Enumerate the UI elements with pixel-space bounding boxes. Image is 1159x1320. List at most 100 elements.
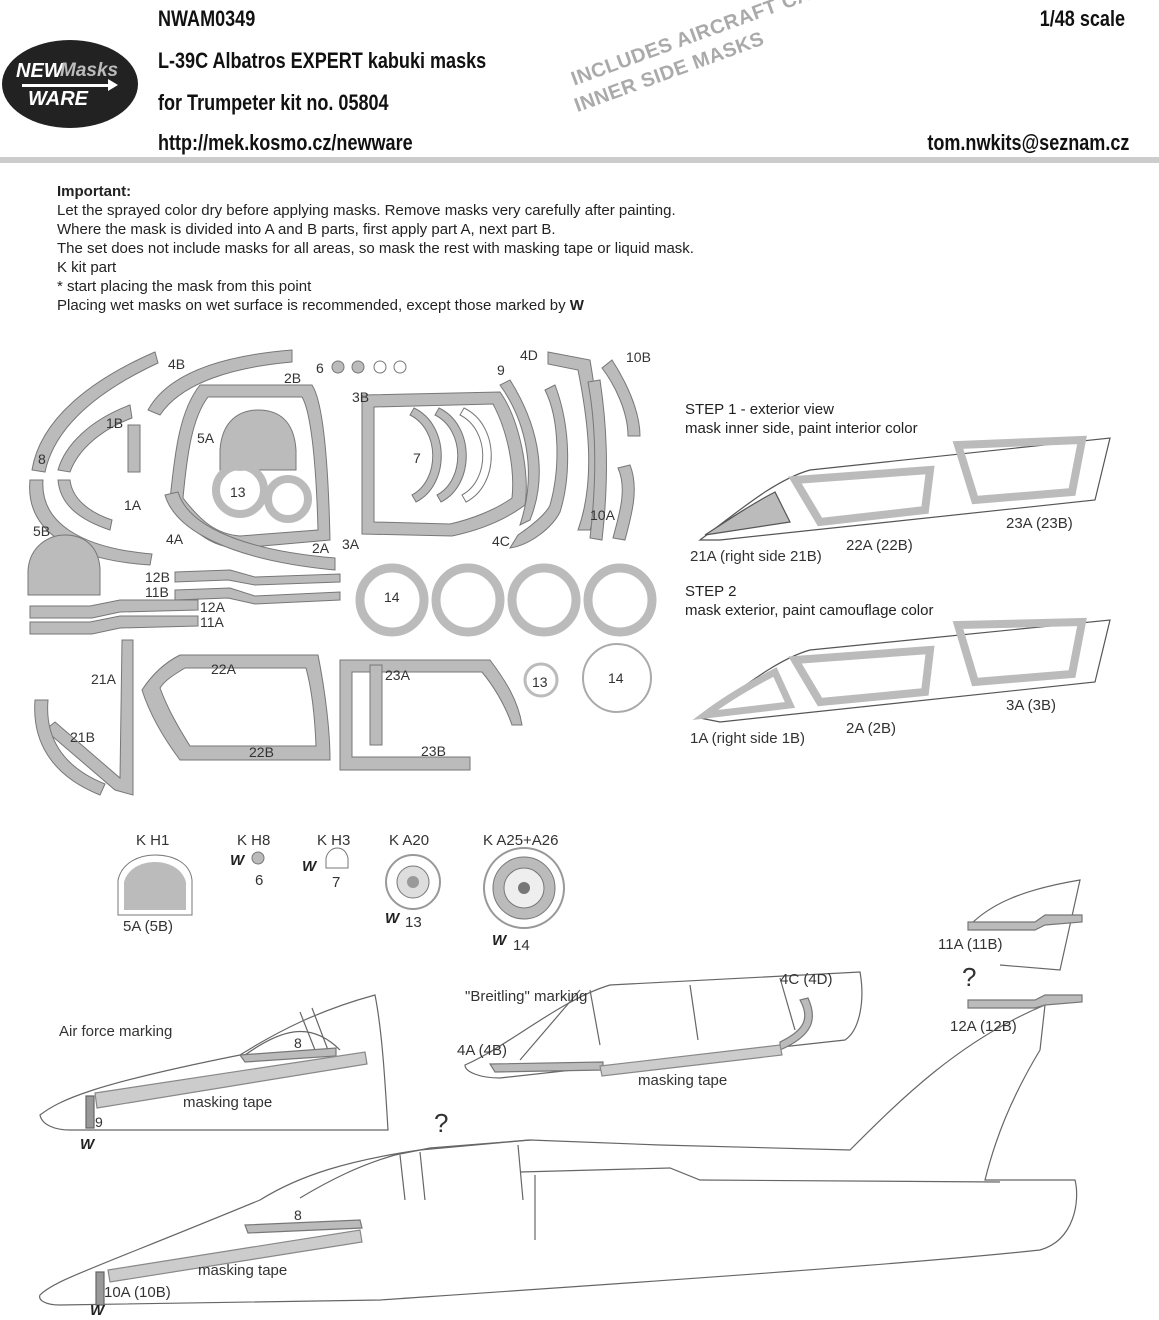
label-1A: 1A [124,497,142,513]
mask-13-small [523,662,559,698]
kit-part-A20-label: 13 [405,914,422,931]
wet-mask-icon: W [385,910,400,927]
kit-part-H8-label: 6 [255,872,264,889]
mask-2B [147,349,293,416]
mask-14-ring [583,563,657,637]
label-23A: 23A [385,667,410,683]
label-2A: 2A [312,540,330,556]
step2-description: mask exterior, paint camouflage color [685,602,934,619]
instruction-line: Let the sprayed color dry before applyin… [57,202,676,219]
label-5B: 5B [33,523,51,539]
label-6: 6 [316,360,324,376]
label-4B: 4B [168,356,186,372]
instruction-line: K kit part [57,259,117,276]
label-13-small: 13 [532,674,548,690]
step1-label-21A: 21A (right side 21B) [690,548,822,565]
question-mark: ? [434,1108,449,1138]
label-23B: 23B [421,743,446,759]
mask-14-ring [507,563,581,637]
step1-heading: STEP 1 - exterior view mask inner side, … [685,400,918,438]
mask-21B [34,699,106,796]
step1-canopy [698,435,1111,541]
scale-label: 1/48 scale [1039,6,1125,31]
label-3B: 3B [352,389,370,405]
header-divider [0,157,1159,163]
label-7: 7 [413,450,421,466]
wet-mask-icon: W [302,858,317,875]
step1-description: mask inner side, paint interior color [685,420,918,437]
label-5A: 5A [197,430,215,446]
logo-arrow-icon [22,84,114,87]
masking-tape-label: masking tape [183,1094,273,1111]
mask-small-ring [264,475,312,523]
mask-22 [141,654,331,761]
instructions: Important: Let the sprayed color dry bef… [57,182,694,315]
mask-13-ring [212,462,268,518]
instruction-line: Where the mask is divided into A and B p… [57,221,556,238]
label-14: 14 [384,589,400,605]
mask-5A [219,409,297,471]
kit-part-A25-label: 14 [513,937,530,954]
mask-6-dot [393,360,407,374]
instruction-line: Placing wet masks on wet surface is reco… [57,297,584,314]
kit-part-H3: K H3 [317,832,351,849]
instruction-line: The set does not include masks for all a… [57,240,694,257]
step2-label-1A: 1A (right side 1B) [690,730,806,747]
wet-mask-icon: W [90,1302,105,1319]
label-4A: 4A [166,531,184,547]
kit-part-H1-label: 5A (5B) [123,918,174,935]
header: NEW Masks WARE NWAM0349 L-39C Albatros E… [0,0,1159,165]
label-3A: 3A [342,536,360,552]
label-14-small: 14 [608,670,624,686]
mask-10-strip [587,379,607,541]
logo-arrowhead-icon [108,79,118,91]
diagram-label-10A10B: 10A (10B) [104,1284,171,1301]
mask-14-small [582,643,652,713]
tail-top-drawing [967,879,1083,971]
label-12A: 12A [200,599,225,615]
label-21A: 21A [91,671,116,687]
mask-7 [409,407,442,503]
diagram-label-8: 8 [294,1207,302,1223]
diagram-label-8: 8 [294,1035,302,1051]
mask-4A [164,491,336,571]
diagram-label-4A4B: 4A (4B) [457,1042,508,1059]
step2-label-3A: 3A (3B) [1006,697,1057,714]
mask-14-ring [431,563,505,637]
mask-4B [31,351,159,473]
label-21B: 21B [70,729,95,745]
kit-part-H3-label: 7 [332,874,341,891]
aircraft-side-view [39,994,1083,1306]
mask-11A [29,615,199,635]
step1-label-22A: 22A (22B) [846,537,913,554]
label-13: 13 [230,484,246,500]
mask-9 [499,379,540,526]
logo-new: NEW [16,60,63,82]
step1-title: STEP 1 - exterior view [685,401,834,418]
air-force-marking-label: Air force marking [59,1023,173,1040]
wet-mask-icon: W [230,852,245,869]
product-subtitle: for Trumpeter kit no. 05804 [158,90,389,115]
kit-part-H1: K H1 [136,832,170,849]
label-22A: 22A [211,661,236,677]
mask-10A [612,464,635,541]
email-link[interactable]: tom.nwkits@seznam.cz [926,130,1129,155]
product-title: L-39C Albatros EXPERT kabuki masks [158,48,487,73]
newware-logo: NEW Masks WARE [2,40,138,128]
mask-6-dot [351,360,365,374]
question-mark: ? [962,962,977,992]
kit-part-H8: K H8 [237,832,271,849]
mask-2A [169,384,331,549]
diagram-label-9: 9 [95,1114,103,1130]
breitling-marking-label: "Breitling" marking [465,988,588,1005]
mask-1B-side [127,424,141,473]
mask-23-left [369,664,383,746]
logo-ware: WARE [28,88,88,110]
website-link[interactable]: http://mek.kosmo.cz/newware [158,130,413,155]
mask-7b [434,407,467,503]
step1-label-23A: 23A (23B) [1006,515,1073,532]
step2-canopy [692,617,1111,723]
instructions-heading: Important: [57,183,132,200]
kit-part-A25: K A25+A26 [483,832,559,849]
